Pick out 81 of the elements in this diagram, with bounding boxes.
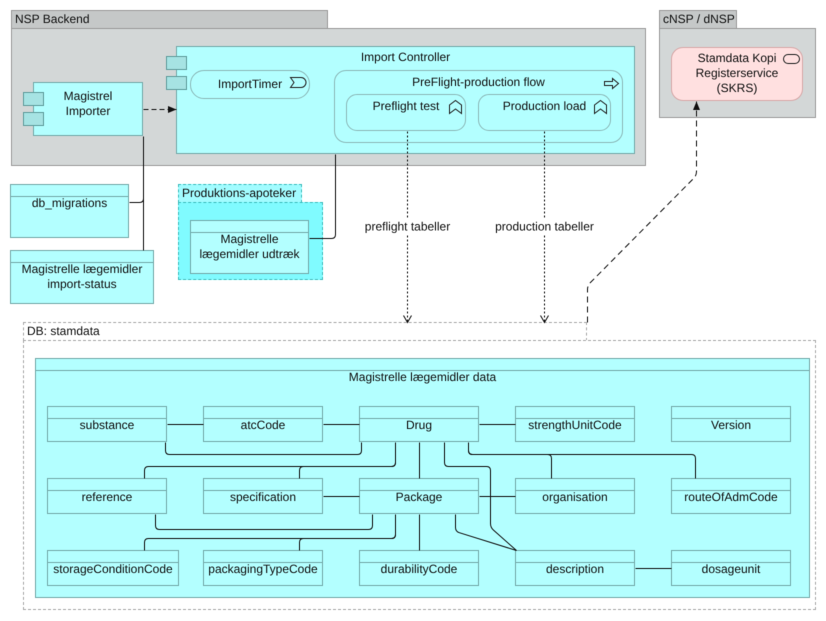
table-label: durabilityCode bbox=[380, 562, 458, 577]
service-label: Stamdata Kopi Registerservice (SKRS) bbox=[694, 51, 780, 96]
table-box bbox=[671, 406, 791, 442]
group-label: NSP Backend bbox=[15, 11, 90, 27]
group-label: DB: stamdata bbox=[27, 323, 100, 339]
arrow bbox=[540, 131, 549, 323]
data-object-label: Magistrelle lægemidler udtræk bbox=[198, 232, 301, 262]
table-label: atcCode bbox=[240, 418, 286, 433]
function-box bbox=[346, 94, 466, 131]
connector-line bbox=[635, 568, 672, 569]
connector-line bbox=[165, 442, 362, 455]
connector-line bbox=[299, 514, 396, 551]
function-box bbox=[478, 94, 611, 131]
table-box bbox=[47, 550, 179, 586]
data-object-box bbox=[35, 358, 810, 598]
connector-line bbox=[299, 442, 396, 479]
arrow bbox=[403, 131, 412, 323]
event-box bbox=[190, 70, 310, 99]
data-object-box bbox=[10, 184, 129, 238]
table-box bbox=[203, 478, 323, 514]
table-label: reference bbox=[82, 490, 132, 505]
arrow bbox=[143, 106, 177, 113]
data-object-box bbox=[10, 250, 154, 304]
table-label: dosageunit bbox=[702, 562, 760, 577]
connector-line bbox=[143, 136, 144, 251]
table-label: substance bbox=[80, 418, 134, 433]
process-label: PreFlight-production flow bbox=[412, 75, 545, 90]
table-box bbox=[359, 478, 479, 514]
service-box bbox=[671, 47, 803, 101]
connector-line bbox=[468, 442, 696, 479]
process-box bbox=[334, 70, 623, 143]
table-box bbox=[203, 406, 323, 442]
connector-line bbox=[444, 442, 517, 551]
table-box bbox=[47, 478, 167, 514]
group-label: cNSP / dNSP bbox=[663, 11, 735, 27]
data-object-box bbox=[190, 220, 309, 274]
table-box bbox=[47, 406, 167, 442]
group-frame bbox=[23, 322, 816, 610]
table-label: organisation bbox=[542, 490, 608, 505]
connector-line bbox=[155, 514, 373, 530]
table-box bbox=[515, 478, 635, 514]
connector-line bbox=[479, 496, 516, 497]
table-box bbox=[671, 550, 791, 586]
edge-label: production tabeller bbox=[493, 219, 596, 234]
connector-line bbox=[455, 514, 517, 551]
connector-line bbox=[323, 496, 360, 497]
table-label: routeOfAdmCode bbox=[684, 490, 778, 505]
table-box bbox=[359, 406, 479, 442]
connector-line bbox=[479, 424, 516, 425]
group-frame bbox=[178, 184, 323, 280]
connector-line bbox=[419, 442, 420, 479]
connector-line bbox=[419, 514, 420, 551]
table-box bbox=[359, 550, 479, 586]
table-label: Version bbox=[710, 418, 752, 433]
table-label: Package bbox=[396, 490, 442, 505]
table-label: strengthUnitCode bbox=[528, 418, 622, 433]
table-label: storageConditionCode bbox=[53, 562, 173, 577]
table-label: description bbox=[546, 562, 604, 577]
function-label: Production load bbox=[502, 99, 586, 114]
component-label: Import Controller bbox=[360, 50, 450, 65]
table-box bbox=[515, 550, 635, 586]
table-box bbox=[203, 550, 323, 586]
group-frame bbox=[11, 10, 646, 166]
event-label: ImportTimer bbox=[218, 77, 282, 92]
connector-line bbox=[167, 424, 204, 425]
data-object-label: Magistrelle lægemidler import-status bbox=[20, 262, 144, 292]
data-object-label: Magistrelle lægemidler data bbox=[348, 370, 496, 385]
table-label: specification bbox=[230, 490, 296, 505]
arrow bbox=[587, 101, 700, 323]
connector-line bbox=[323, 424, 360, 425]
table-box bbox=[671, 478, 791, 514]
group-frame bbox=[659, 10, 816, 118]
edge-label: preflight tabeller bbox=[362, 219, 452, 234]
table-label: Drug bbox=[406, 418, 432, 433]
data-object-label: db_migrations bbox=[32, 196, 108, 211]
function-label: Preflight test bbox=[372, 99, 440, 114]
connector-line bbox=[309, 154, 336, 239]
table-box bbox=[515, 406, 635, 442]
table-label: packagingTypeCode bbox=[208, 562, 318, 577]
component-label: Magistrel Importer bbox=[62, 89, 114, 119]
group-label: Produktions-apoteker bbox=[182, 185, 296, 201]
